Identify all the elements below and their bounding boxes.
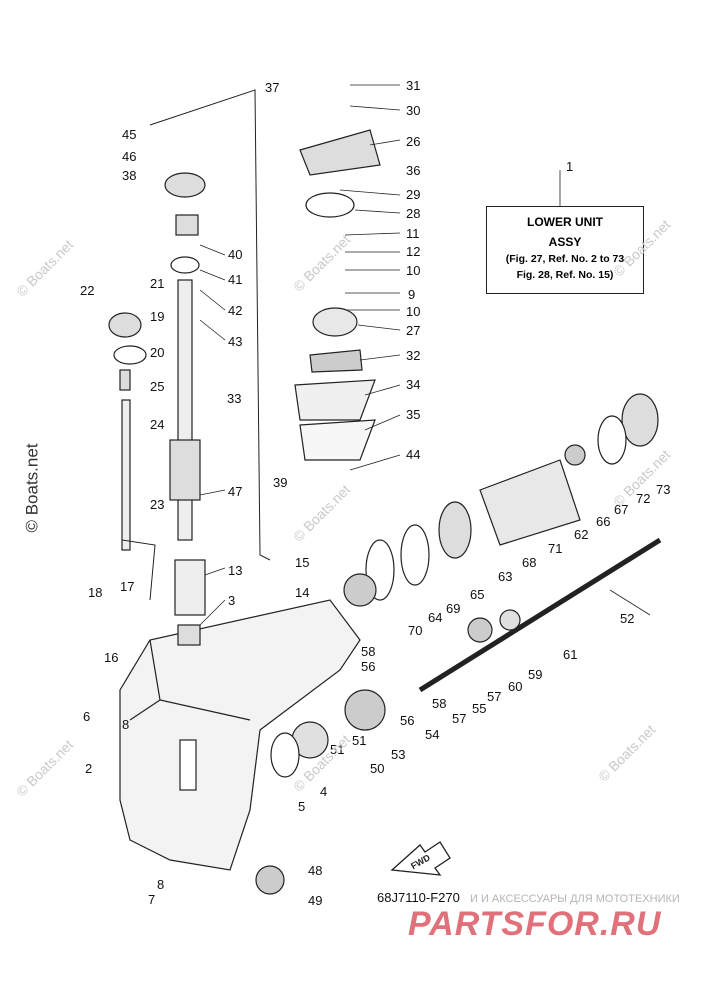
info-box-subtitle: ASSY <box>548 235 582 249</box>
callout-65: 65 <box>470 587 485 602</box>
callout-13: 13 <box>228 563 243 578</box>
callout-66: 66 <box>596 514 611 529</box>
callout-8b: 8 <box>157 877 165 892</box>
callout-48: 48 <box>308 863 323 878</box>
callout-61: 61 <box>563 647 578 662</box>
callout-58b: 58 <box>432 696 447 711</box>
callout-3: 3 <box>228 593 236 608</box>
callout-19: 19 <box>150 309 165 324</box>
callout-17: 17 <box>120 579 135 594</box>
diagram-code: 68J7110-F270 <box>377 890 460 905</box>
callout-14: 14 <box>295 585 310 600</box>
callout-41: 41 <box>228 272 243 287</box>
callout-20: 20 <box>150 345 165 360</box>
callout-56b: 56 <box>400 713 415 728</box>
callout-35: 35 <box>406 407 421 422</box>
callout-29: 29 <box>406 187 421 202</box>
callout-57b: 57 <box>487 689 502 704</box>
callout-56a: 56 <box>361 659 376 674</box>
callout-43: 43 <box>228 334 243 349</box>
callout-15: 15 <box>295 555 310 570</box>
callout-32: 32 <box>406 348 421 363</box>
callout-51a: 51 <box>330 742 345 757</box>
footer-tagline: И И АКСЕССУАРЫ ДЛЯ МОТОТЕХНИКИ <box>470 893 680 905</box>
callout-5: 5 <box>298 799 306 814</box>
callout-22: 22 <box>80 283 95 298</box>
callout-63: 63 <box>498 569 513 584</box>
callout-44: 44 <box>406 447 421 462</box>
callout-24: 24 <box>150 417 165 432</box>
callout-38: 38 <box>122 168 137 183</box>
callout-50: 50 <box>370 761 385 776</box>
drive-shaft <box>177 279 193 541</box>
callout-18: 18 <box>88 585 103 600</box>
info-box-ref1: (Fig. 27, Ref. No. 2 to 73 <box>505 253 625 265</box>
forward-gear <box>344 689 386 731</box>
callout-69: 69 <box>446 601 461 616</box>
callout-46: 46 <box>122 149 137 164</box>
callout-23: 23 <box>150 497 165 512</box>
callout-2: 2 <box>85 761 93 776</box>
callout-49: 49 <box>308 893 323 908</box>
propeller-shaft <box>418 537 662 693</box>
callout-34: 34 <box>406 377 421 392</box>
callout-27: 27 <box>406 323 421 338</box>
callout-67: 67 <box>614 502 629 517</box>
lower-unit-info-box: LOWER UNIT ASSY (Fig. 27, Ref. No. 2 to … <box>486 206 644 294</box>
callout-72: 72 <box>636 491 651 506</box>
callout-28: 28 <box>406 206 421 221</box>
callout-7: 7 <box>148 892 156 907</box>
callout-9: 9 <box>408 287 416 302</box>
callout-45: 45 <box>122 127 137 142</box>
copyright-notice: © Boats.net <box>22 443 42 533</box>
callout-1: 1 <box>566 159 574 174</box>
pinion-gear <box>255 865 285 895</box>
info-box-title: LOWER UNIT <box>527 215 603 229</box>
callout-21: 21 <box>150 276 165 291</box>
callout-10b: 10 <box>406 304 421 319</box>
lower-unit-housing <box>119 599 361 871</box>
callout-54: 54 <box>425 727 440 742</box>
callout-71: 71 <box>548 541 563 556</box>
callout-55: 55 <box>472 701 487 716</box>
shift-rod <box>121 399 131 551</box>
callout-51b: 51 <box>352 733 367 748</box>
info-box-ref2: Fig. 28, Ref. No. 15) <box>516 269 614 281</box>
callout-60: 60 <box>508 679 523 694</box>
callout-8a: 8 <box>122 717 130 732</box>
water-pump-housing <box>299 129 381 176</box>
callout-70: 70 <box>408 623 423 638</box>
callout-39: 39 <box>273 475 288 490</box>
callout-16: 16 <box>104 650 119 665</box>
callout-58a: 58 <box>361 644 376 659</box>
callout-68: 68 <box>522 555 537 570</box>
callout-11: 11 <box>406 226 420 241</box>
callout-62: 62 <box>574 527 589 542</box>
callout-73: 73 <box>656 482 671 497</box>
callout-31: 31 <box>406 78 421 93</box>
callout-42: 42 <box>228 303 243 318</box>
callout-4: 4 <box>320 784 328 799</box>
callout-52: 52 <box>620 611 635 626</box>
callout-12: 12 <box>406 244 421 259</box>
callout-36: 36 <box>406 163 421 178</box>
callout-10a: 10 <box>406 263 421 278</box>
callout-40: 40 <box>228 247 243 262</box>
fwd-arrow-icon <box>390 841 451 876</box>
callout-64: 64 <box>428 610 443 625</box>
brand-logo[interactable]: PARTSFOR.RU <box>408 905 662 943</box>
callout-25: 25 <box>150 379 165 394</box>
callout-59: 59 <box>528 667 543 682</box>
callout-57a: 57 <box>452 711 467 726</box>
callout-47: 47 <box>228 484 243 499</box>
callout-26: 26 <box>406 134 421 149</box>
callout-30: 30 <box>406 103 421 118</box>
callout-53: 53 <box>391 747 406 762</box>
callout-37: 37 <box>265 80 280 95</box>
callout-33: 33 <box>227 391 242 406</box>
callout-6: 6 <box>83 709 91 724</box>
bearing-housing <box>479 459 581 546</box>
